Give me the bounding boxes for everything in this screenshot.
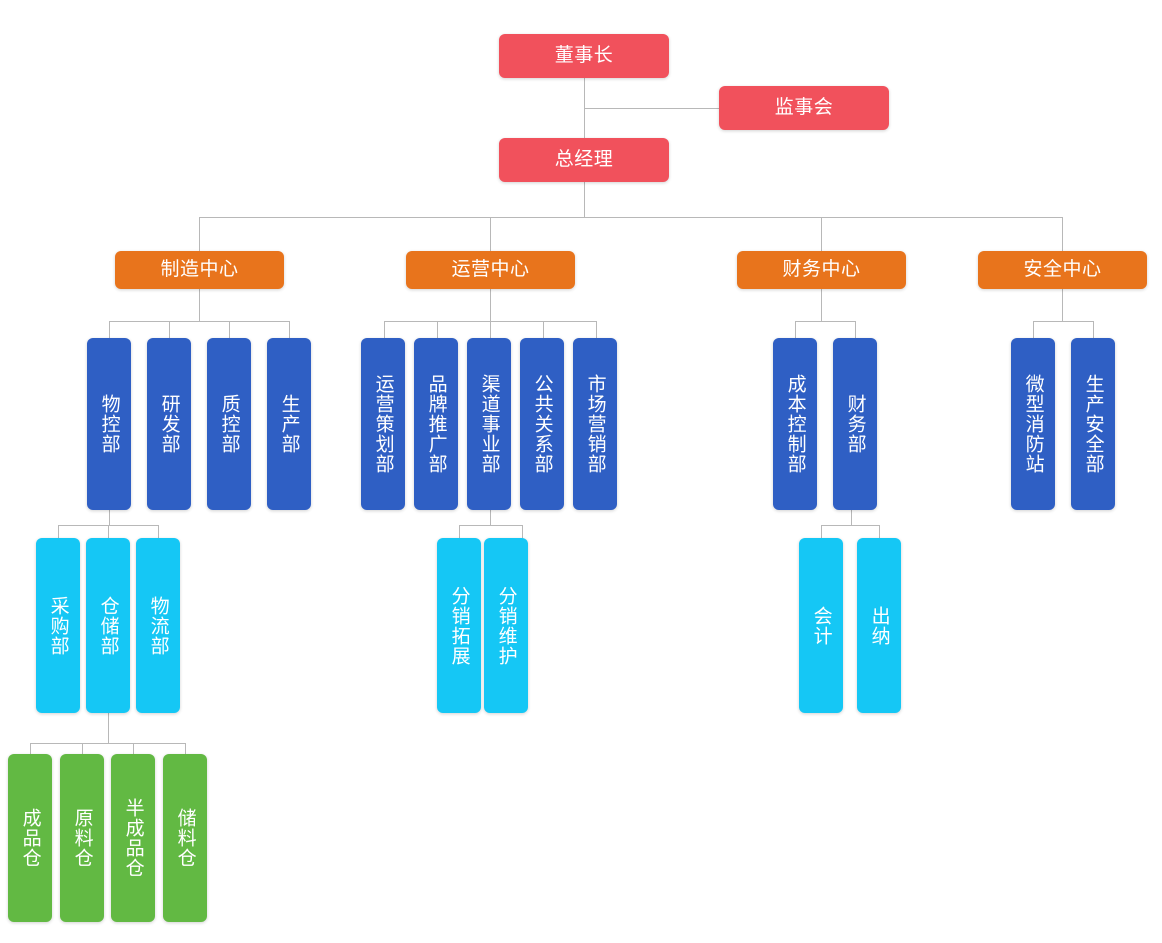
node-center-safety[interactable]: 安全中心 <box>978 251 1147 289</box>
connector-dept-wukong <box>109 321 110 338</box>
node-dept-rd[interactable]: 研发部 <box>147 338 191 510</box>
connector-sub-chuna <box>879 525 880 538</box>
connector-dept-shengchan <box>289 321 290 338</box>
connector-warehouse-chuliao <box>185 743 186 754</box>
node-general-manager[interactable]: 总经理 <box>499 138 669 182</box>
connector-warehouse-yuanliao <box>82 743 83 754</box>
connector-bus-finance <box>821 217 822 252</box>
node-center-operations[interactable]: 运营中心 <box>406 251 575 289</box>
node-dept-micro-fire-station[interactable]: 微型消防站 <box>1011 338 1055 510</box>
connector-sub-fenxiaotuozhan <box>459 525 460 538</box>
connector-sub-caigou <box>58 525 59 538</box>
node-chairman[interactable]: 董事长 <box>499 34 669 78</box>
node-dept-marketing[interactable]: 市场营销部 <box>573 338 617 510</box>
node-dept-material-control[interactable]: 物控部 <box>87 338 131 510</box>
connector-qudao-bar <box>459 525 522 526</box>
connector-dept-caiwu <box>855 321 856 338</box>
connector-gm-bus <box>584 182 585 217</box>
connector-dept-anquan <box>1093 321 1094 338</box>
connector-center-bus <box>199 217 1063 218</box>
connector-caiwu-bar <box>821 525 879 526</box>
node-sub-logistics[interactable]: 物流部 <box>136 538 180 713</box>
connector-sub-fenxiaoweihu <box>522 525 523 538</box>
node-sub-purchasing[interactable]: 采购部 <box>36 538 80 713</box>
node-dept-production-safety[interactable]: 生产安全部 <box>1071 338 1115 510</box>
node-sub-distribution-expansion[interactable]: 分销拓展 <box>437 538 481 713</box>
node-warehouse-finished-goods[interactable]: 成品仓 <box>8 754 52 922</box>
connector-sub-kuaiji <box>821 525 822 538</box>
connector-warehouse-bar <box>30 743 185 744</box>
connector-operations-stem <box>490 289 491 321</box>
node-dept-production[interactable]: 生产部 <box>267 338 311 510</box>
node-sub-accounting[interactable]: 会计 <box>799 538 843 713</box>
node-dept-operations-planning[interactable]: 运营策划部 <box>361 338 405 510</box>
connector-wukong-stem <box>109 510 110 525</box>
connector-dept-shichang <box>596 321 597 338</box>
node-dept-public-relations[interactable]: 公共关系部 <box>520 338 564 510</box>
connector-dept-zhikong <box>229 321 230 338</box>
connector-sub-wuliu <box>158 525 159 538</box>
connector-sub-cangchu <box>108 525 109 538</box>
node-sub-warehousing[interactable]: 仓储部 <box>86 538 130 713</box>
connector-dept-xiaofang <box>1033 321 1034 338</box>
node-supervisor[interactable]: 监事会 <box>719 86 889 130</box>
node-center-finance[interactable]: 财务中心 <box>737 251 906 289</box>
connector-safety-bar <box>1033 321 1093 322</box>
connector-finance-bar <box>795 321 855 322</box>
connector-dept-yunying <box>384 321 385 338</box>
connector-cangchu-stem <box>108 713 109 743</box>
node-warehouse-semi-finished[interactable]: 半成品仓 <box>111 754 155 922</box>
node-sub-cashier[interactable]: 出纳 <box>857 538 901 713</box>
node-dept-channel-business[interactable]: 渠道事业部 <box>467 338 511 510</box>
connector-qudao-stem <box>490 510 491 525</box>
node-center-manufacturing[interactable]: 制造中心 <box>115 251 284 289</box>
node-sub-distribution-maintenance[interactable]: 分销维护 <box>484 538 528 713</box>
node-warehouse-storage-material[interactable]: 储料仓 <box>163 754 207 922</box>
connector-bus-operations <box>490 217 491 252</box>
node-dept-quality-control[interactable]: 质控部 <box>207 338 251 510</box>
connector-manufacturing-bar <box>109 321 289 322</box>
connector-bus-manufacturing <box>199 217 200 252</box>
connector-dept-yanfa <box>169 321 170 338</box>
node-dept-brand-promotion[interactable]: 品牌推广部 <box>414 338 458 510</box>
connector-safety-stem <box>1062 289 1063 321</box>
connector-caiwu-stem <box>851 510 852 525</box>
connector-warehouse-chengpin <box>30 743 31 754</box>
connector-chairman-supervisor <box>584 108 719 109</box>
connector-manufacturing-stem <box>199 289 200 321</box>
connector-finance-stem <box>821 289 822 321</box>
connector-dept-pinpai <box>437 321 438 338</box>
connector-dept-gonggong <box>543 321 544 338</box>
node-dept-cost-control[interactable]: 成本控制部 <box>773 338 817 510</box>
node-dept-finance[interactable]: 财务部 <box>833 338 877 510</box>
connector-warehouse-banchengpin <box>133 743 134 754</box>
connector-bus-safety <box>1062 217 1063 252</box>
connector-dept-qudao <box>490 321 491 338</box>
connector-dept-chengben <box>795 321 796 338</box>
node-warehouse-raw-material[interactable]: 原料仓 <box>60 754 104 922</box>
